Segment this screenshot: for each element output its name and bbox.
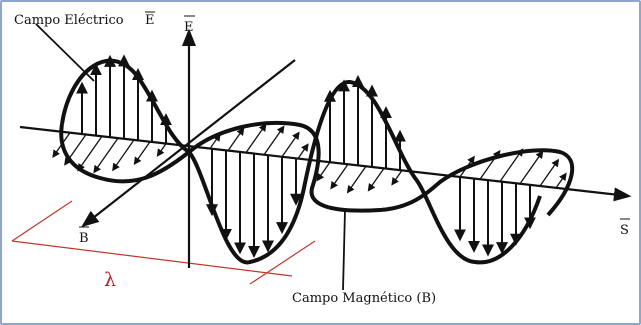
e-axis-label: E [184,20,194,35]
magnetic-vector-hatch [209,133,221,149]
magnetic-vector-hatch [297,143,309,159]
magnetic-field-wave [59,121,575,217]
magnetic-vector-hatch [227,127,245,151]
magnetic-vector-hatch [519,150,544,185]
electric-field-label: Campo Eléctrico [14,13,124,28]
magnetic-vector-hatch [391,169,403,186]
wavelength-right-tick [249,240,316,285]
magnetic-field-hatching [52,123,567,194]
electric-label-pointer [35,23,95,82]
magnetic-vector-hatch [112,139,135,172]
magnetic-vector-hatch [316,161,331,182]
wavelength-baseline [11,240,293,277]
magnetic-vector-hatch [499,148,524,182]
electric-field-vectors [76,54,536,258]
magnetic-vector-hatch [539,158,560,187]
magnetic-vector-hatch [77,135,103,172]
wavelength-left-tick [11,200,73,242]
magnetic-vector-hatch [133,141,151,166]
magnetic-vector-hatch [156,143,167,157]
magnetic-vector-hatch [330,163,349,190]
magnetic-vector-hatch [281,131,300,158]
wavelength-guides [11,200,316,285]
electric-field-wave [60,58,542,265]
magnetic-field-label: Campo Magnético (B) [292,291,436,306]
magnetic-label-pointer [342,209,346,291]
s-axis-line [19,125,632,202]
s-axis-label: S [620,223,629,238]
b-axis-line [81,59,296,228]
magnetic-vector-hatch [263,125,285,156]
b-axis-label: B [79,231,89,246]
magnetic-vector-hatch [367,167,385,192]
electric-field-symbol: E [145,13,155,28]
magnetic-vector-hatch [245,123,267,154]
magnetic-vector-hatch [93,137,119,174]
wavelength-symbol: λ [104,269,116,291]
magnetic-vector-hatch [555,172,567,189]
magnetic-vector-hatch [346,165,367,194]
